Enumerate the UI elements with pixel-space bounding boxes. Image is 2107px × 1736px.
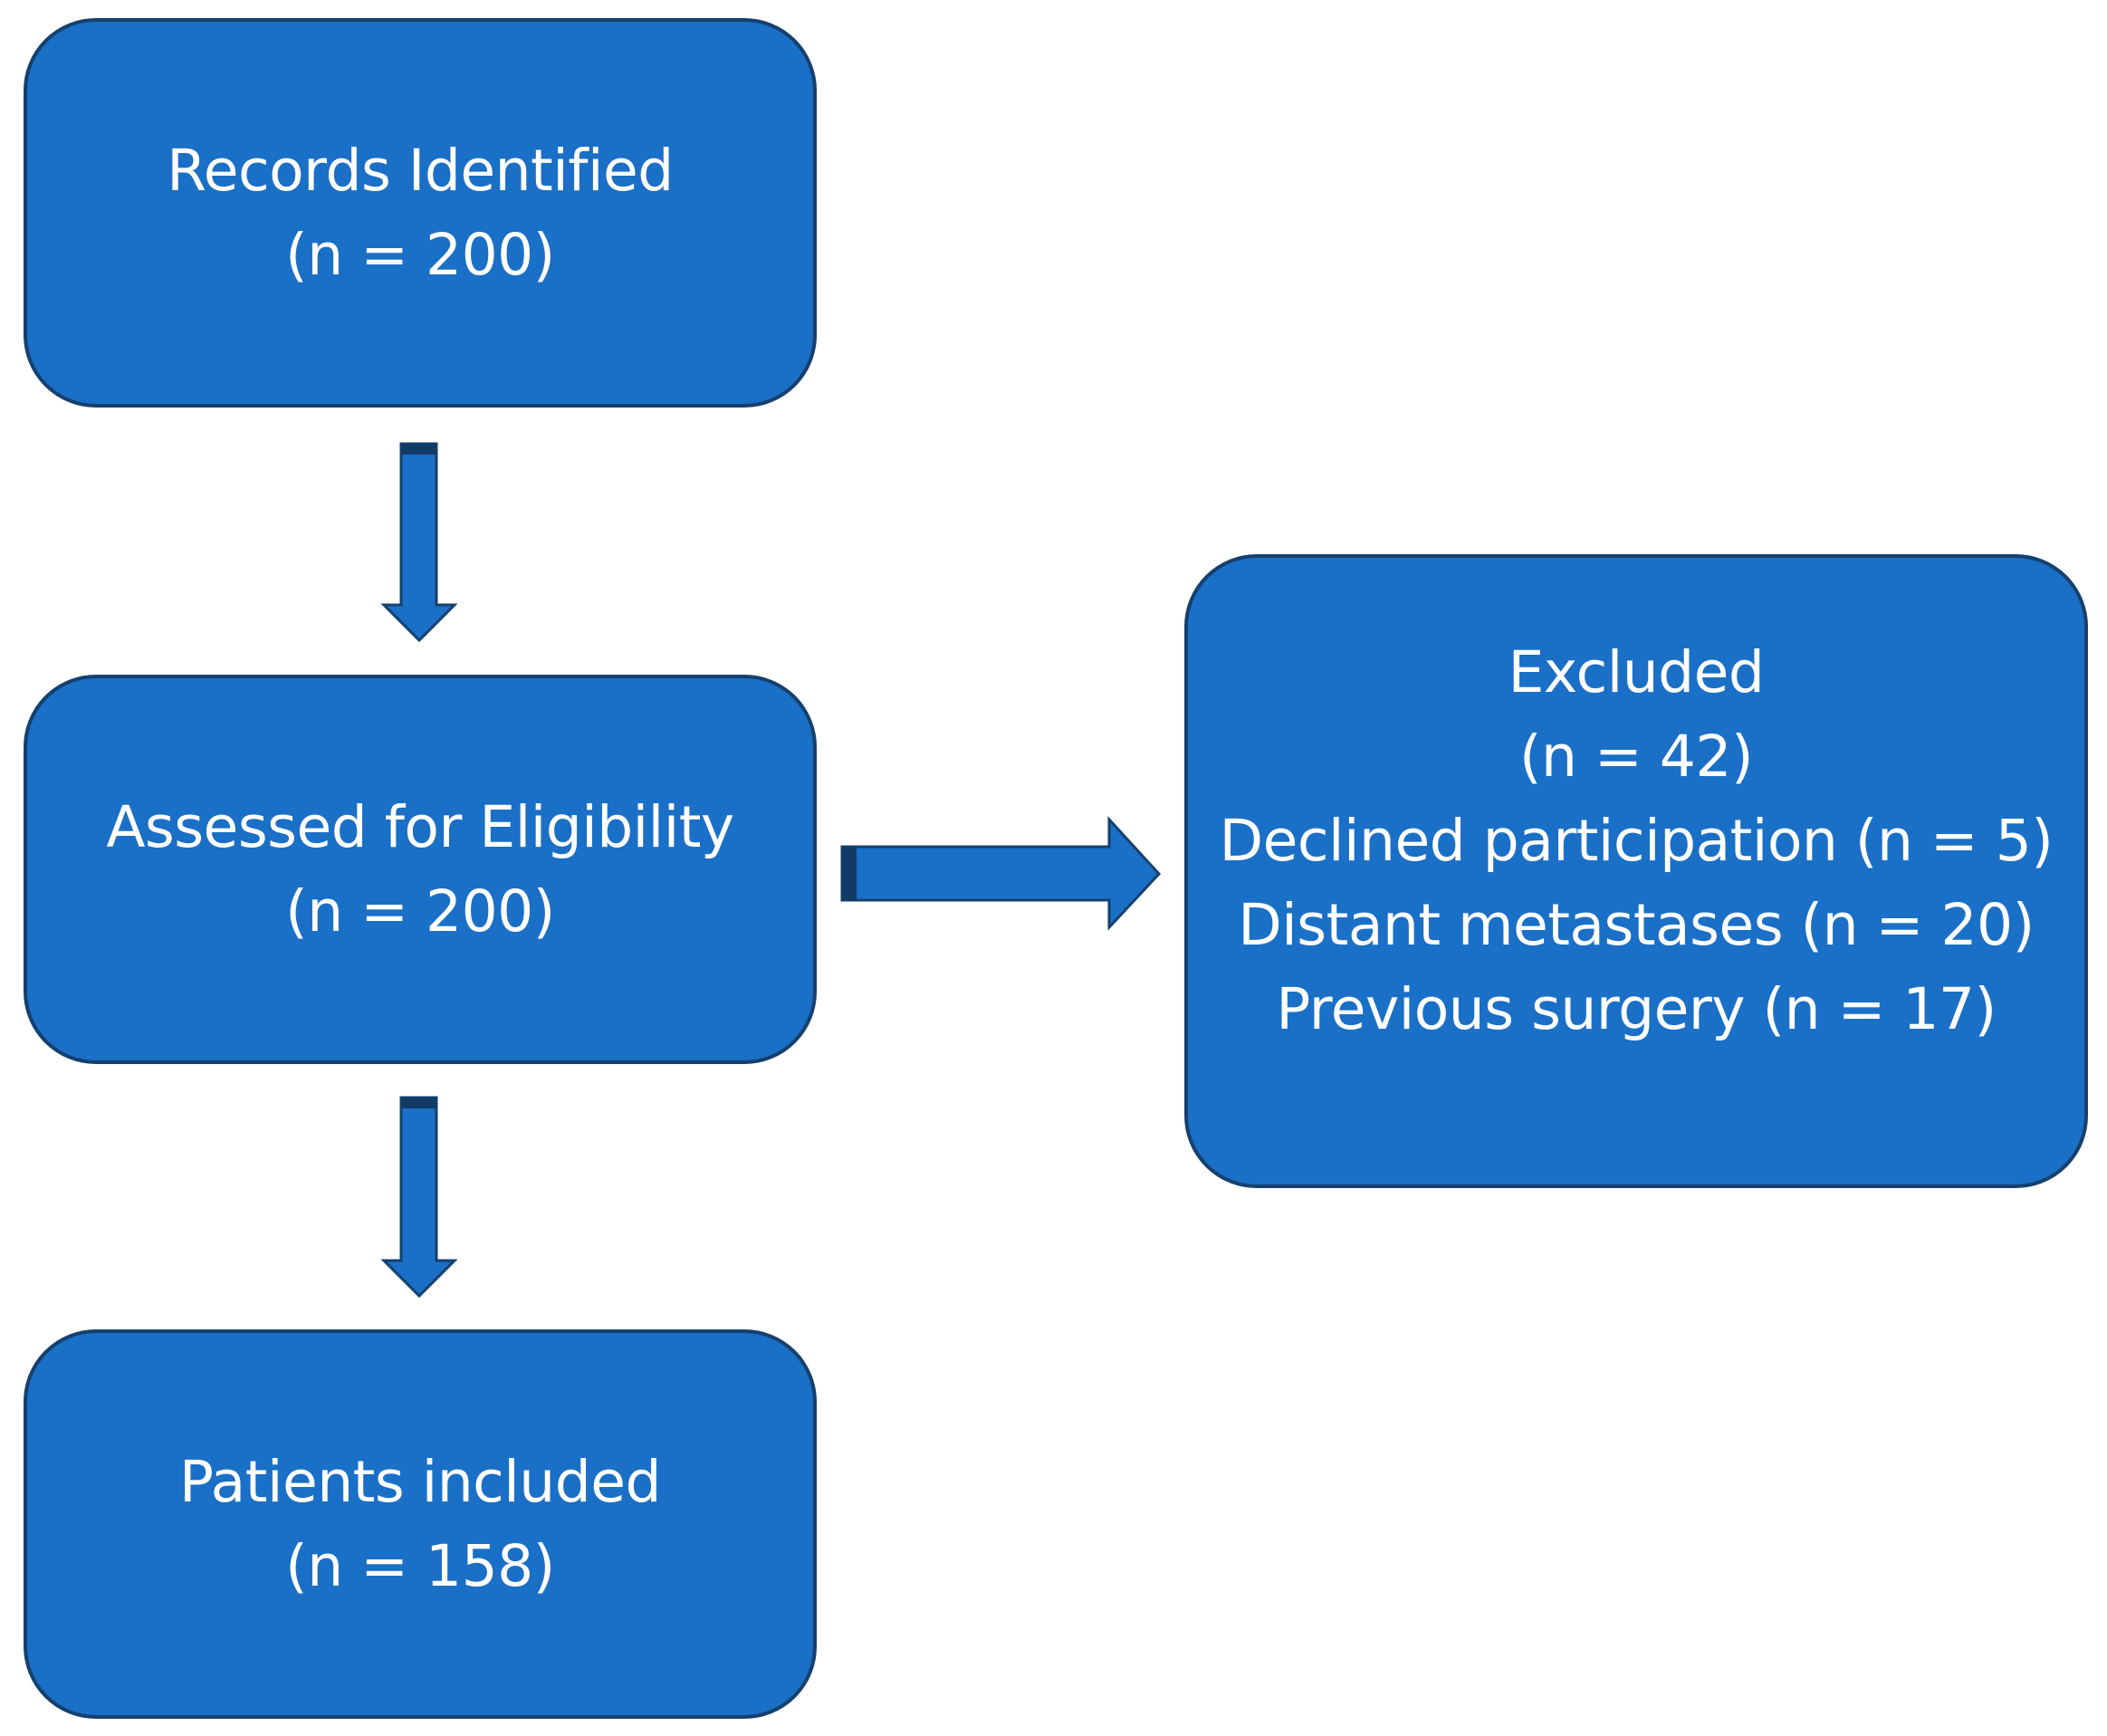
assessed-title: Assessed for Eligibility bbox=[106, 794, 734, 860]
assessed-count: (n = 200) bbox=[285, 878, 555, 945]
arrow-assessed-to-patients bbox=[380, 1096, 458, 1299]
patients-included-box: Patients included (n = 158) bbox=[24, 1329, 817, 1719]
excluded-title: Excluded bbox=[1508, 639, 1765, 705]
excluded-reason-surgery: Previous surgery (n = 17) bbox=[1276, 976, 1997, 1042]
excluded-count: (n = 42) bbox=[1518, 724, 1754, 790]
excluded-reason-declined: Declined participation (n = 5) bbox=[1219, 808, 2054, 874]
patients-count: (n = 158) bbox=[285, 1533, 555, 1599]
patients-title: Patients included bbox=[179, 1449, 661, 1515]
excluded-box: Excluded (n = 42) Declined participation… bbox=[1184, 554, 2088, 1188]
records-count: (n = 200) bbox=[285, 222, 555, 288]
records-title: Records Identified bbox=[167, 138, 674, 204]
excluded-reason-metastases: Distant metastases (n = 20) bbox=[1238, 892, 2035, 958]
assessed-for-eligibility-box: Assessed for Eligibility (n = 200) bbox=[24, 675, 817, 1064]
arrow-records-to-assessed bbox=[380, 442, 458, 643]
arrow-assessed-to-excluded bbox=[840, 816, 1162, 931]
records-identified-box: Records Identified (n = 200) bbox=[24, 18, 817, 408]
